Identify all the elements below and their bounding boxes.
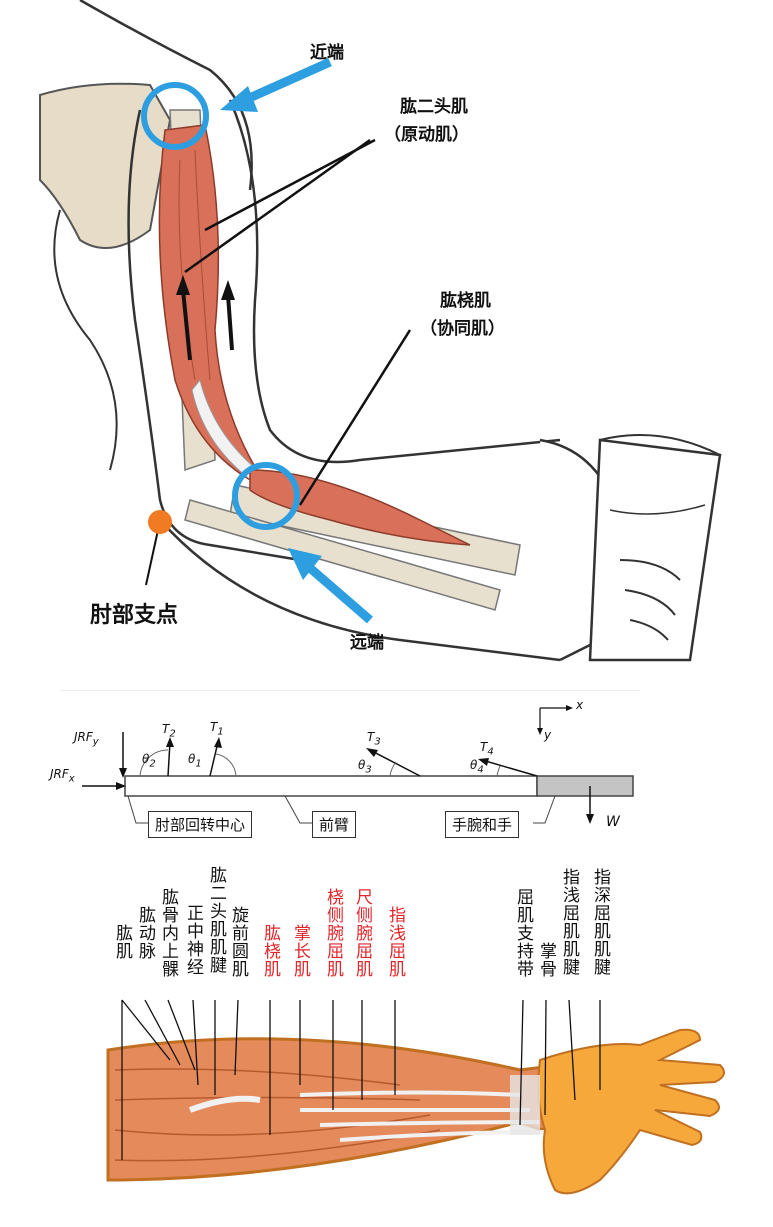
- tendons: [299, 1090, 546, 1142]
- label-brachialis: 肱肌: [112, 924, 132, 960]
- proximal-circle: [141, 82, 209, 150]
- label-brachioradialis: 肱桡肌: [260, 924, 280, 978]
- elbow-fulcrum-label: 肘部支点: [90, 603, 179, 628]
- theta1-label: θ1: [188, 752, 202, 770]
- anatomy-pointers: [121, 999, 601, 1160]
- elbow-center-leader: [127, 795, 148, 824]
- t4-arrow: [481, 759, 538, 777]
- hand-block: [536, 775, 634, 797]
- label-palmaris-longus: 掌长肌: [290, 924, 310, 978]
- biceps-role-label: （原动肌）: [384, 125, 469, 145]
- torso-outline: [79, 0, 253, 191]
- t4-label: T4: [480, 740, 494, 758]
- label-medial-epicondyle: 肱骨内上髁: [158, 888, 178, 978]
- jrfy-label: JRFy: [74, 730, 99, 748]
- t1-label: T1: [210, 720, 224, 738]
- axis-x-label: x: [576, 698, 584, 712]
- scapula-shape: [39, 82, 172, 249]
- t3-label: T3: [367, 730, 381, 748]
- weight-label: W: [606, 814, 620, 830]
- biceps-pointer-2: [184, 138, 371, 274]
- label-flexor-carpi-radialis: 桡侧腕屈肌: [323, 888, 343, 978]
- t2-label: T2: [162, 722, 176, 740]
- upper-arm-outline-right: [228, 99, 561, 464]
- distal-circle: [232, 462, 300, 530]
- upper-arm-outline: [127, 109, 301, 562]
- label-flexor-carpi-ulnaris: 尺侧腕屈肌: [352, 888, 372, 978]
- brachioradialis-pointer: [298, 329, 412, 506]
- forearm-outline: [159, 519, 561, 662]
- biceps-pointer-1: [204, 138, 376, 232]
- proximal-arrow: [243, 57, 332, 105]
- elbow-fulcrum-dot: [148, 510, 172, 534]
- brachioradialis-label: 肱桡肌: [440, 291, 491, 311]
- label-brachial-artery: 肱动脉: [135, 906, 155, 960]
- forearm-anatomy-panel: 肱肌 肱动脉 肱骨内上髁 正中神经 肱二头肌肌腱 旋前圆肌 肱桡肌 掌长肌 桡侧…: [0, 860, 773, 1227]
- force-diagram-panel: JRFy JRFx T2 T1 T3 T4 θ2 θ1 θ3 θ4 x y W …: [0, 690, 773, 850]
- distal-label: 远端: [350, 633, 384, 653]
- fulcrum-pointer: [145, 529, 159, 586]
- label-flexor-retinaculum: 屈肌支持带: [513, 888, 533, 978]
- retinaculum: [510, 1075, 540, 1135]
- wrist-leader: [533, 795, 556, 824]
- forearm-beam: [124, 775, 538, 797]
- label-fds-tendon: 指浅屈肌肌腱: [559, 868, 579, 976]
- elbow-center-box: 肘部回转中心: [148, 811, 253, 838]
- t1-arrow: [209, 741, 219, 777]
- force-diagram: [60, 690, 640, 824]
- t2-arrow: [167, 741, 171, 777]
- biceps-label: 肱二头肌: [400, 97, 468, 117]
- axis-y-label: y: [544, 728, 552, 742]
- theta4-label: θ4: [470, 758, 484, 776]
- back-outline: [53, 209, 118, 471]
- label-metacarpals: 掌骨: [536, 942, 556, 978]
- contraction-arrow-1: [181, 289, 192, 361]
- jrfx-label: JRFx: [50, 767, 75, 785]
- distal-arrow: [307, 564, 373, 624]
- arm-illustration: [39, 0, 722, 662]
- wrist-hand-box: 手腕和手: [445, 811, 520, 838]
- fingers: [619, 559, 681, 641]
- forearm-box: 前臂: [312, 811, 357, 838]
- cup: [588, 438, 722, 662]
- label-fdp-tendon: 指深屈肌肌腱: [590, 868, 610, 976]
- theta3-label: θ3: [358, 758, 372, 776]
- contraction-arrow-2: [226, 294, 234, 351]
- forearm-anatomy: [106, 999, 725, 1195]
- label-fds: 指浅屈肌: [385, 906, 405, 978]
- forearm-leader: [284, 795, 312, 824]
- brachioradialis-role-label: （协同肌）: [420, 319, 505, 339]
- label-pronator-teres: 旋前圆肌: [228, 906, 248, 978]
- label-biceps-tendon: 肱二头肌肌腱: [206, 866, 226, 974]
- proximal-label: 近端: [310, 43, 344, 63]
- label-median-nerve: 正中神经: [183, 904, 203, 976]
- theta2-label: θ2: [142, 752, 156, 770]
- arm-illustration-panel: 近端 肱二头肌 （原动肌） 肱桡肌 （协同肌） 肘部支点 远端: [39, 0, 722, 662]
- hand: [537, 1028, 725, 1195]
